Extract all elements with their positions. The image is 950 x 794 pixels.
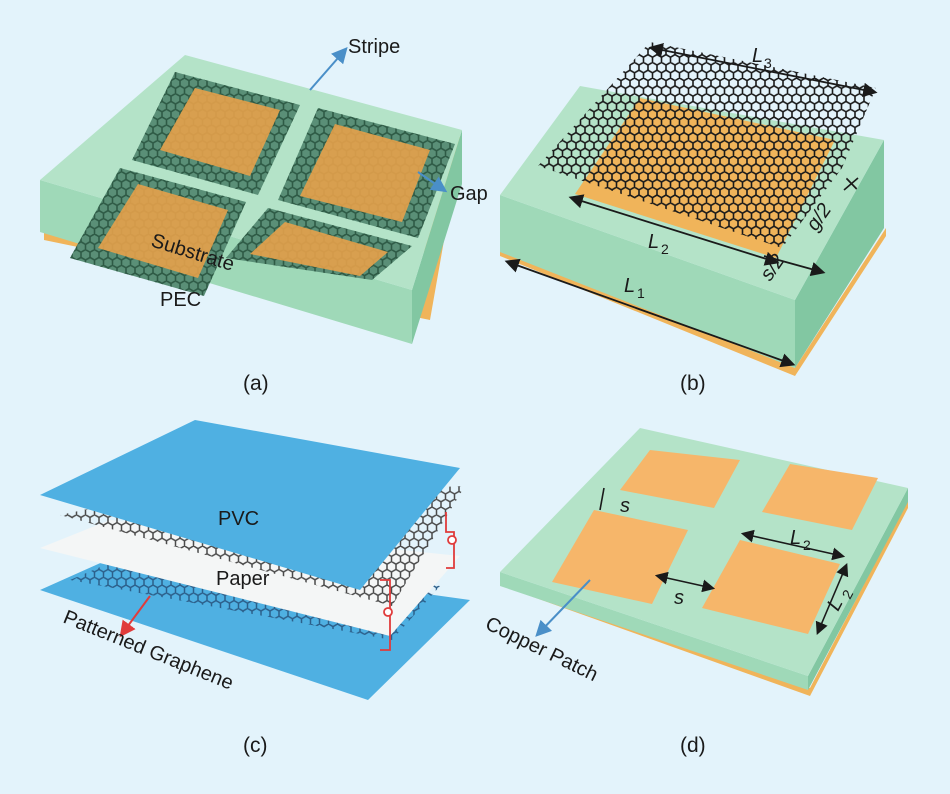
L3-subscript: 3 bbox=[764, 55, 772, 71]
panel-c: PVC Paper Patterned Graphene (c) bbox=[40, 420, 470, 757]
panel-b: L 3 L 2 L 1 s/2 g/2 l (b) bbox=[500, 42, 886, 395]
s-top-label: s bbox=[620, 495, 630, 517]
copper-patch bbox=[160, 88, 280, 176]
dim-L2 bbox=[568, 194, 780, 266]
dim-L2-top bbox=[740, 529, 846, 561]
L2-top-subscript: 2 bbox=[803, 537, 811, 553]
copper-patch bbox=[250, 222, 388, 276]
copper-patch bbox=[300, 124, 430, 222]
pvc-top-layer bbox=[40, 420, 460, 590]
L2-subscript: 2 bbox=[661, 241, 669, 257]
dim-L1 bbox=[504, 258, 796, 368]
substrate-right-face bbox=[412, 130, 462, 344]
panel-d: s s L 2 L 2 Copper Patch (d) bbox=[482, 428, 908, 757]
copper-patch-array bbox=[98, 88, 430, 278]
copper-patch-arrow bbox=[535, 579, 591, 637]
gap-label: Gap bbox=[450, 183, 488, 205]
label-L3: L 3 bbox=[752, 45, 772, 71]
L3-label: L bbox=[752, 45, 763, 67]
stripe-arrow bbox=[309, 46, 348, 91]
L1-label: L bbox=[624, 275, 635, 297]
dim-g-half bbox=[843, 177, 859, 191]
copper-patch bbox=[98, 184, 228, 278]
pvc-label: PVC bbox=[218, 508, 259, 530]
copper-patch bbox=[552, 510, 688, 604]
substrate-right-face bbox=[808, 488, 908, 690]
dim-L3 bbox=[648, 43, 878, 97]
graphene-arrow bbox=[119, 595, 151, 638]
L2-top-label: L bbox=[790, 527, 801, 549]
pec-label: PEC bbox=[160, 289, 201, 311]
s-mid-label: s bbox=[674, 587, 684, 609]
stripe-label: Stripe bbox=[348, 36, 400, 58]
caption-b: (b) bbox=[680, 372, 706, 395]
dim-s-half bbox=[763, 255, 826, 277]
gap-arrow bbox=[417, 171, 448, 193]
substrate-left-face bbox=[500, 572, 808, 690]
label-L2: L 2 bbox=[648, 231, 669, 257]
caption-a: (a) bbox=[243, 372, 269, 395]
copper-patch-label: Copper Patch bbox=[482, 613, 602, 686]
caption-c: (c) bbox=[243, 734, 268, 757]
copper-patch bbox=[702, 540, 840, 634]
spacer-markers bbox=[380, 512, 457, 651]
copper-patch bbox=[620, 450, 740, 508]
substrate-right-face bbox=[795, 140, 884, 368]
copper-patch bbox=[762, 464, 878, 530]
dim-s-top bbox=[599, 487, 605, 511]
dim-s-mid bbox=[654, 571, 716, 593]
panel-a: Stripe Gap Substrate PEC (a) bbox=[40, 36, 488, 395]
caption-d: (d) bbox=[680, 734, 706, 757]
L2-label: L bbox=[648, 231, 659, 253]
paper-label: Paper bbox=[216, 568, 270, 590]
label-L1: L 1 bbox=[624, 275, 645, 301]
label-L2-top: L 2 bbox=[790, 527, 811, 553]
pec-layer bbox=[508, 500, 908, 696]
dim-L2-side bbox=[815, 563, 849, 635]
L1-subscript: 1 bbox=[637, 285, 645, 301]
